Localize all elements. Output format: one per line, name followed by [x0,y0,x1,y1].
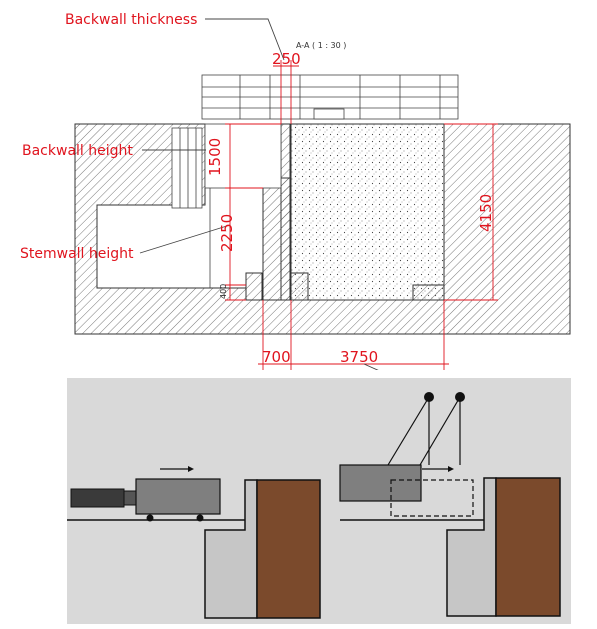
cart-wheel [146,514,154,522]
soil-block-right [495,477,561,617]
motor [70,488,125,508]
backwall-profile-right [446,477,497,617]
dim-stemwall-height: 2250 [218,214,236,252]
pivot [424,392,434,402]
footing-block [245,272,263,301]
footing-block [289,272,309,301]
deck-structure [171,74,459,288]
leader-lines [139,18,379,370]
pendulum-cable [419,396,461,466]
backwall-profile-left [204,479,258,619]
dim-footing-height: 400 [219,284,228,299]
dim-width: 3750 [340,348,378,366]
schematic-panel [67,378,571,624]
dim-heel: 700 [262,348,291,366]
pendulum-cable [387,396,430,466]
label-stemwall-height: Stemwall height [20,246,134,262]
dim-backwall-height: 1500 [206,138,224,176]
dimension-lines [225,60,498,370]
dim-total-height: 4150 [477,194,495,232]
push-test-left [67,466,321,619]
test-cart [135,478,221,515]
pendulum-test-right [339,392,561,617]
arrow-head [448,466,454,472]
section-title: A-A ( 1 : 30 ) [296,41,346,50]
pendulum-mass [339,464,422,502]
abutment-section-drawing: A-A ( 1 : 30 ) Backwall thickness Backwa… [20,12,571,370]
motor-shaft [123,490,137,506]
impact-position [390,479,474,517]
dim-thickness: 250 [272,50,301,68]
pivot [455,392,465,402]
soil-block-left [256,479,321,619]
footing-block [412,284,445,301]
stemwall [262,177,291,301]
label-backwall-thickness: Backwall thickness [65,12,197,28]
arrow-head [188,466,194,472]
label-backwall-height: Backwall height [22,143,133,159]
cart-wheel [196,514,204,522]
backfill [289,123,445,301]
